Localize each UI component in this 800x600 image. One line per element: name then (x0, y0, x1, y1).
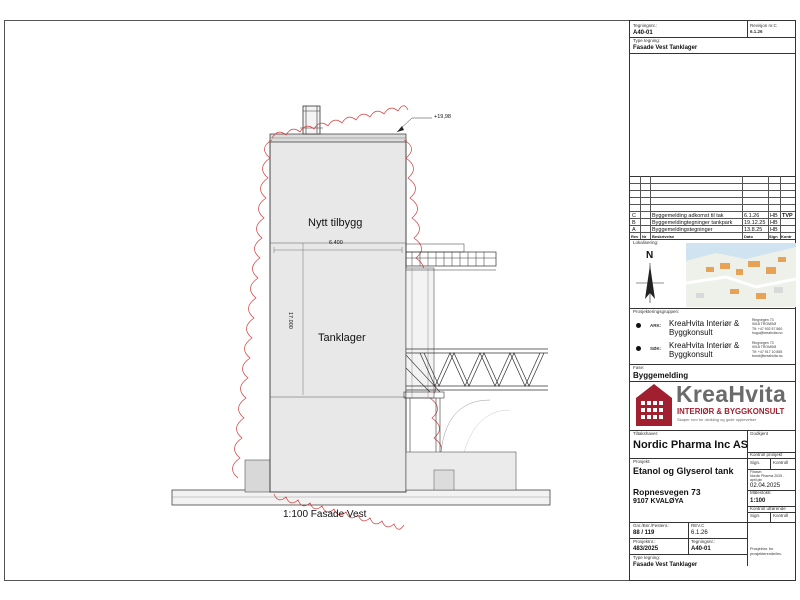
truss-bridge (406, 348, 548, 391)
site-map (686, 243, 796, 307)
contractor-project-number-label: Prosjektnr. for prosjekterende/lev. (750, 547, 782, 556)
sok-bullet (636, 346, 641, 351)
rev-c-label: REV.C (691, 523, 705, 528)
drawing-type-value-2: Fasade Vest Tanklager (633, 562, 698, 568)
drawing-caption: 1:100 Fasade Vest (283, 509, 367, 520)
project-label: Prosjekt: (633, 459, 651, 464)
project-number-value: 483/2025 (633, 546, 659, 552)
revision-header-row: Rev Nr Beskrivelse Dato Sign Kontr (630, 232, 795, 240)
property-id-value: 88 / 119 (633, 530, 655, 536)
drawing-type-value: Fasade Vest Tanklager (633, 45, 698, 51)
area-label-new-addition: Nytt tilbygg (308, 217, 363, 229)
sok-firm: KreaHvita Interiør & Byggkonsult (669, 341, 740, 360)
approved-label: Godkjent (750, 431, 769, 436)
scale-label: Målestokk: (750, 490, 772, 495)
project-value: Etanol og Glyserol tank (633, 466, 734, 476)
annex-upper (405, 267, 435, 399)
sign-label-2: Sign. (750, 513, 761, 518)
roof-hatch (302, 105, 321, 135)
client-value: Nordic Pharma Inc AS (633, 439, 749, 451)
location-label: Lokalisering: (633, 240, 659, 245)
tank-building (269, 139, 407, 493)
sign-label-1: Sign. (750, 460, 761, 465)
control-label-2: Kontroll (773, 513, 789, 518)
address-line-1: Ropnesvegen 73 (633, 487, 701, 497)
project-number-label: Prosjektnr.: (633, 539, 656, 544)
drawing-number-value: A40-01 (633, 30, 653, 36)
drawing-type-label-2: Type tegning: (633, 555, 661, 560)
frame-line-left (4, 20, 5, 581)
phase-value: Byggemelding (633, 371, 689, 380)
scale-value: 1:100 (750, 498, 766, 504)
revision-row-b: B Byggemeldingtegninger tankpark 19.12.2… (630, 218, 795, 226)
contractor-control-label: Kontroll utførende (750, 506, 786, 511)
client-label: Tiltakshaver: (633, 431, 659, 436)
logo-name: KreaHvita (676, 381, 787, 407)
revision-value: 6.1.26 (750, 29, 763, 34)
facade-drawing (171, 105, 551, 530)
revision-cloud (232, 139, 273, 479)
annex-lower (405, 451, 517, 491)
date-value: 02.04.2025 (750, 483, 781, 489)
drawing-type-label: Type tegning: (633, 38, 661, 43)
rev-c-value: 6.1.26 (691, 530, 708, 536)
property-id-label: Gnr./Bnr./Festenr.: (633, 523, 670, 528)
address-line-2: 9107 KVALØYA (633, 498, 684, 505)
ark-label: ARK: (650, 323, 662, 328)
logo-subtitle: INTERIØR & BYGGKONSULT (677, 407, 785, 416)
drawing-number-value-2: A40-01 (691, 546, 711, 552)
sok-label: SØK: (650, 346, 662, 351)
title-block: Tegningsnr.: A40-01 Revisjon nr.C 6.1.26… (629, 20, 796, 581)
area-label-tank: Tanklager (318, 332, 366, 344)
revision-row-c: C Byggemelding adkomst til tak 6.1.26 HB… (630, 211, 795, 219)
frame-line-top (4, 20, 629, 21)
revision-row-a: A Byggemeldingstegninger 13.8.25 HB (630, 225, 795, 233)
left-wall-stub (244, 459, 271, 493)
frame-line-bottom (4, 580, 629, 581)
north-label: N (646, 250, 654, 261)
control-label-1: Kontroll (773, 460, 789, 465)
height-dimension: 17.000 (287, 312, 293, 329)
project-group-label: Prosjekteringsgruppen: (633, 309, 680, 314)
drawing-area: +19,98 6.400 17.000 Nytt tilbygg Tanklag… (4, 20, 629, 581)
ark-bullet (636, 323, 641, 328)
logo-tagline: Skaper rom for utvikling og gode oppleve… (677, 417, 757, 422)
drawing-number-label: Tegningsnr.: (633, 23, 658, 28)
north-arrow-icon (636, 263, 664, 303)
ark-firm: KreaHvita Interiør & Byggkonsult (669, 319, 740, 338)
width-dimension: 6.400 (329, 240, 343, 246)
filename: Filnavn:Nordic Pharma 2025 - april.pin (750, 470, 785, 483)
elevation-label: +19,98 (434, 114, 451, 120)
project-control-label: Kontroll prosjekt (750, 452, 783, 457)
revision-label: Revisjon nr.C (750, 23, 777, 28)
drawing-number-label-2: Tegningsnr.: (691, 539, 716, 544)
phase-label: Fase: (633, 365, 645, 370)
logo-house-icon (636, 384, 672, 426)
